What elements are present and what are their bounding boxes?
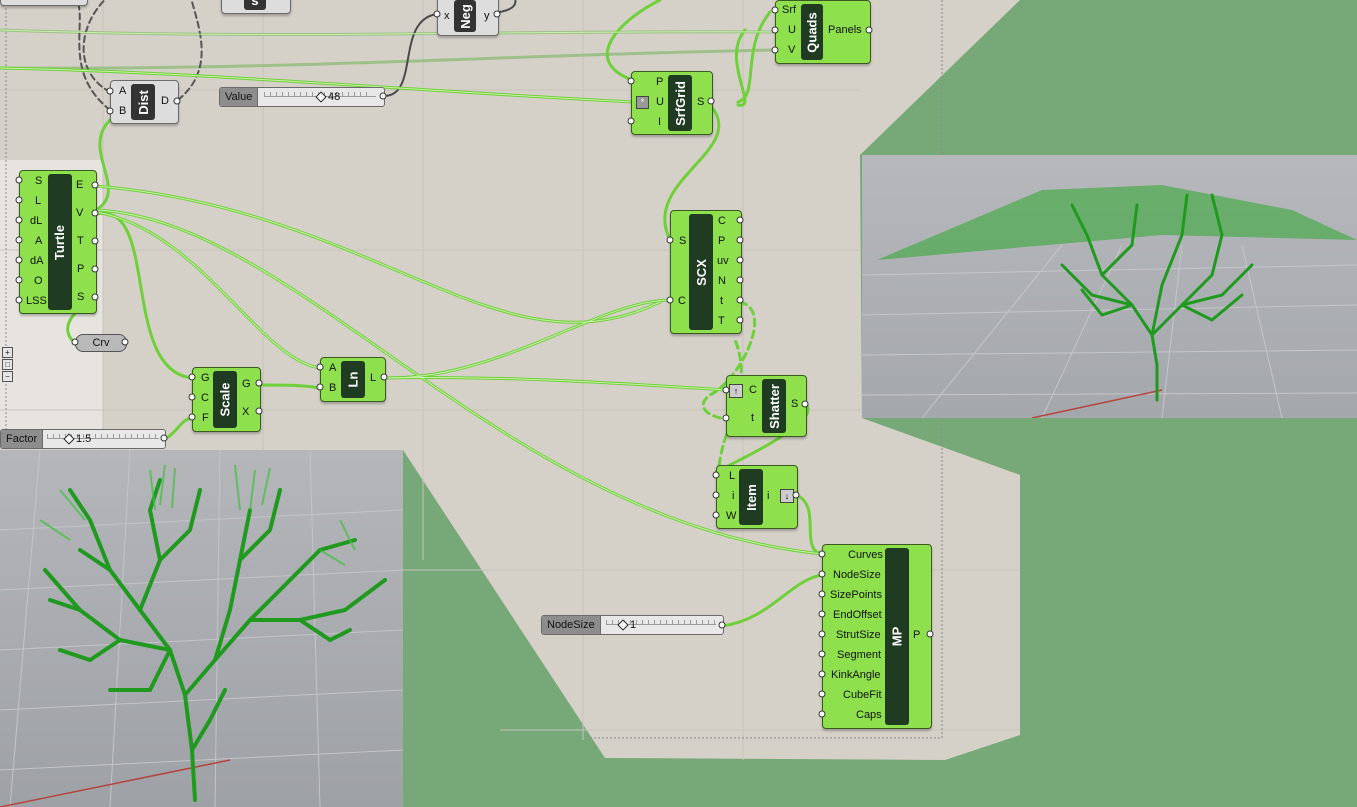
list-item-component[interactable]: L i W Item i ↓ (716, 465, 798, 529)
line-component[interactable]: A B Ln L (320, 357, 386, 402)
slider-label: Value (220, 88, 259, 106)
negative-component[interactable]: x Neg y (437, 0, 499, 36)
slider-value: 48 (328, 91, 341, 103)
flatten-flag-icon[interactable]: ↑ (729, 384, 743, 398)
surface-grid-component[interactable]: P * U I SrfGrid S (631, 71, 713, 135)
component-nickname: SCX (689, 214, 713, 330)
distance-component[interactable]: A B Dist D (110, 80, 179, 124)
rhino-viewport-perspective[interactable] (0, 450, 403, 807)
zoom-out-icon[interactable]: − (2, 371, 13, 382)
factor-slider[interactable]: Factor 1.5 (0, 429, 166, 449)
slider-label: NodeSize (542, 616, 601, 634)
component-nickname: SrfGrid (668, 75, 692, 131)
tree-render (0, 450, 403, 807)
partial-component[interactable]: A s A (221, 0, 291, 14)
multipipe-component[interactable]: Curves NodeSize SizePoints EndOffset Str… (822, 544, 932, 729)
slider-value: 1 (630, 619, 637, 631)
zoom-fit-icon[interactable]: □ (2, 359, 13, 370)
turtle-component[interactable]: S L dL A dA O LSS Turtle E V T P S (19, 170, 97, 314)
surface-curve-intersect-component[interactable]: S C SCX C P uv N t T (670, 210, 742, 334)
component-nickname: Neg (454, 0, 476, 32)
component-nickname: Dist (131, 84, 155, 120)
shatter-component[interactable]: ↑ C t Shatter S (726, 375, 807, 437)
slider-track (47, 438, 159, 439)
component-nickname: Quads (801, 4, 823, 60)
zoom-in-icon[interactable]: + (2, 347, 13, 358)
component-nickname: Scale (213, 371, 237, 428)
component-nickname: Item (739, 469, 763, 525)
slider-track (606, 624, 716, 625)
slider-ticks (606, 620, 716, 625)
slider-value: 1.5 (76, 433, 92, 445)
component-nickname: Turtle (48, 174, 72, 310)
component-nickname: Ln (341, 361, 365, 398)
component-nickname: Shatter (762, 379, 786, 433)
nodesize-slider[interactable]: NodeSize 1 (541, 615, 724, 635)
graft-flag-icon[interactable]: * (636, 96, 649, 109)
component-nickname: s (244, 0, 266, 10)
curve-parameter[interactable]: Crv (75, 334, 127, 352)
component-nickname: MP (885, 548, 909, 725)
tree-with-canopy-render (862, 185, 1357, 418)
slider-ticks (47, 434, 157, 439)
rhino-viewport-top-right[interactable] (862, 155, 1357, 418)
quads-component[interactable]: Srf U V Quads Panels (775, 0, 871, 64)
partial-component-left[interactable] (0, 0, 88, 6)
slider-label: Factor (1, 430, 44, 448)
value-slider[interactable]: Value 48 (219, 87, 385, 107)
